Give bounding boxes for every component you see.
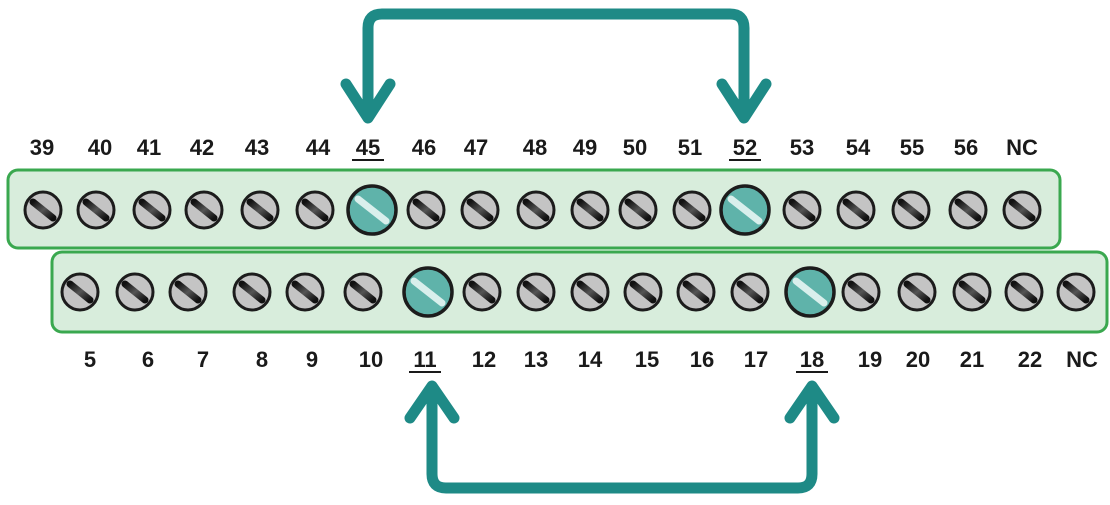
bottom-pin-label: 14: [578, 347, 603, 372]
top-screw-3: [184, 190, 224, 230]
top-pin-label: 47: [464, 135, 488, 160]
top-pin-label: 40: [88, 135, 112, 160]
bottom-pin-label: 12: [472, 347, 496, 372]
bottom-pin-label: 21: [960, 347, 984, 372]
top-pin-label: 46: [412, 135, 436, 160]
bottom-pin-label: 10: [359, 347, 383, 372]
top-pin-label: 56: [954, 135, 978, 160]
top-arrowhead-right: [716, 78, 772, 124]
top-screw-11: [618, 190, 658, 230]
bottom-screw-4: [285, 272, 325, 312]
bottom-pin-label: 22: [1018, 347, 1042, 372]
top-screw-2: [132, 190, 172, 230]
bottom-screw-3: [232, 272, 272, 312]
bottom-screw-16: [952, 272, 992, 312]
bottom-pin-label: 7: [197, 347, 209, 372]
top-screw-5: [295, 190, 335, 230]
bottom-screw-12: [730, 272, 770, 312]
bottom-screw-5: [343, 272, 383, 312]
bottom-pin-label: 6: [142, 347, 154, 372]
top-pin-label: 49: [573, 135, 597, 160]
top-screw-7: [406, 190, 446, 230]
bottom-pin-label: 18: [800, 347, 824, 372]
top-screw-13: [719, 184, 771, 236]
top-pin-label: 43: [245, 135, 269, 160]
bottom-pin-label: 9: [306, 347, 318, 372]
top-arrowhead-left: [340, 78, 396, 124]
top-pin-label: 50: [623, 135, 647, 160]
top-pin-label: NC: [1006, 135, 1038, 160]
top-connection-arrow: [340, 8, 772, 124]
bottom-pin-label: 8: [256, 347, 268, 372]
top-pin-label: 42: [190, 135, 214, 160]
bottom-pin-label: 17: [744, 347, 768, 372]
bottom-pin-label: 15: [635, 347, 659, 372]
top-screw-row: [23, 184, 1042, 236]
top-pin-label: 44: [306, 135, 331, 160]
top-screw-15: [836, 190, 876, 230]
bottom-pin-label: 11: [413, 347, 436, 372]
bottom-screw-15: [897, 272, 937, 312]
top-pin-label: 45: [356, 135, 380, 160]
top-pin-label: 53: [790, 135, 814, 160]
bottom-arrowhead-right: [784, 380, 840, 424]
top-screw-14: [782, 190, 822, 230]
bottom-pin-label: 20: [906, 347, 930, 372]
top-pin-labels: 39 40 41 42 43 44 45 46 47 48 49 50 51 52 53 54 55 56 NC: [30, 135, 1038, 161]
bottom-screw-13: [784, 266, 836, 318]
top-screw-10: [570, 190, 610, 230]
top-pin-label: 55: [900, 135, 924, 160]
bottom-pin-label: 5: [84, 347, 96, 372]
bottom-screw-11: [676, 272, 716, 312]
bottom-screw-row: [60, 266, 1096, 318]
top-screw-9: [516, 190, 556, 230]
top-screw-4: [240, 190, 280, 230]
top-pin-label: 48: [523, 135, 547, 160]
bottom-pin-label: 13: [524, 347, 548, 372]
top-screw-18: [1002, 190, 1042, 230]
bottom-screw-8: [516, 272, 556, 312]
top-pin-label: 54: [846, 135, 871, 160]
bottom-screw-10: [623, 272, 663, 312]
top-screw-16: [891, 190, 931, 230]
top-screw-8: [460, 190, 500, 230]
bottom-arrowhead-left: [404, 380, 460, 424]
bottom-screw-9: [570, 272, 610, 312]
bottom-screw-14: [841, 272, 881, 312]
bottom-pin-label: NC: [1066, 347, 1098, 372]
bottom-pin-label: 16: [690, 347, 714, 372]
top-pin-label: 52: [733, 135, 757, 160]
bottom-screw-7: [462, 272, 502, 312]
bottom-screw-6: [402, 266, 454, 318]
top-pin-label: 51: [678, 135, 702, 160]
top-screw-17: [948, 190, 988, 230]
bottom-screw-0: [60, 272, 100, 312]
top-screw-1: [76, 190, 116, 230]
bottom-pin-label: 19: [858, 347, 882, 372]
top-screw-0: [23, 190, 63, 230]
bottom-connection-arrow: [404, 380, 840, 494]
top-pin-label: 41: [137, 135, 161, 160]
bottom-screw-18: [1056, 272, 1096, 312]
bottom-pin-labels: 5 6 7 8 9 10 11 12 13 14 15 16 17 18 19 20 21 22 NC: [84, 347, 1098, 373]
top-screw-12: [672, 190, 712, 230]
bottom-screw-1: [115, 272, 155, 312]
top-pin-label: 39: [30, 135, 54, 160]
bottom-screw-17: [1004, 272, 1044, 312]
top-screw-6: [346, 184, 398, 236]
bottom-screw-2: [168, 272, 208, 312]
